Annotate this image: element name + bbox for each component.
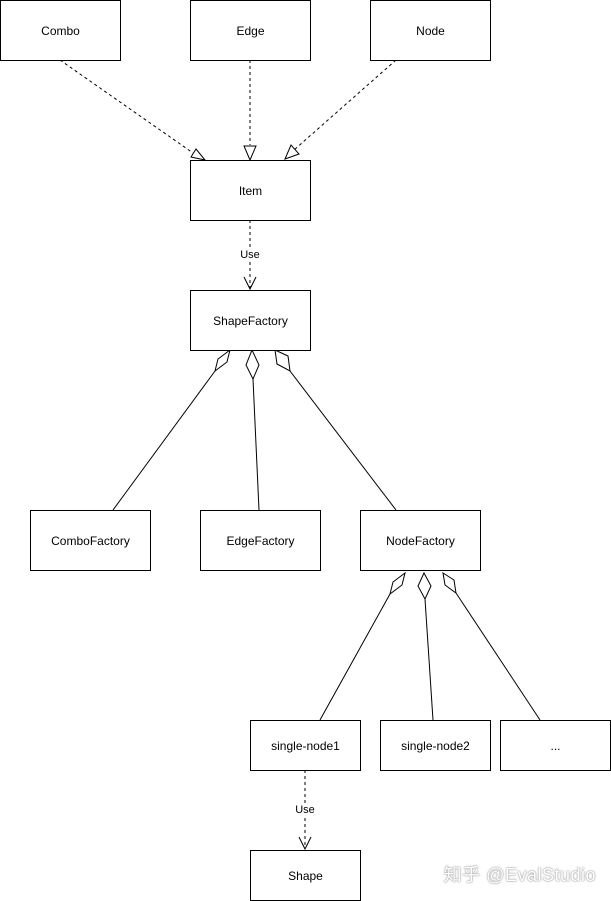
singlenode1-box: single-node1: [250, 720, 361, 771]
combofactory-label: ComboFactory: [51, 533, 130, 548]
edge-nodefactory-singlenode1: [319, 571, 406, 721]
singlenode1-label: single-node1: [271, 738, 340, 753]
nodefactory-label: NodeFactory: [386, 533, 455, 548]
nodefactory-box: NodeFactory: [360, 510, 481, 571]
edgefactory-label: EdgeFactory: [226, 533, 295, 548]
combo-box: Combo: [0, 0, 121, 61]
edge-label: Edge: [236, 23, 265, 38]
edge-shapefactory-combofactory: [112, 348, 231, 511]
more-label: ...: [550, 738, 561, 753]
shapefactory-label: ShapeFactory: [213, 313, 288, 328]
singlenode2-label: single-node2: [401, 738, 470, 753]
edge-nodefactory-more: [442, 571, 541, 721]
edgefactory-box: EdgeFactory: [200, 510, 321, 571]
item-label: Item: [238, 183, 263, 198]
singlenode2-box: single-node2: [380, 720, 491, 771]
edge-shapefactory-edgefactory: [245, 348, 260, 511]
more-box: ...: [500, 720, 611, 771]
node-label: Node: [416, 23, 445, 38]
item-box: Item: [190, 160, 311, 221]
edge-item-shapefactory: [243, 220, 257, 291]
shapefactory-box: ShapeFactory: [190, 290, 311, 351]
item-use-label: Use: [239, 249, 261, 261]
shape-box: Shape: [250, 850, 361, 901]
singlenode-use-label: Use: [294, 804, 316, 816]
edge-node-item: [284, 59, 397, 160]
edge-shapefactory-nodefactory: [274, 349, 397, 511]
edge-nodefactory-singlenode2: [417, 571, 434, 721]
combofactory-box: ComboFactory: [30, 510, 151, 571]
edge-singlenode1-shape: [298, 770, 312, 851]
shape-label: Shape: [288, 868, 323, 883]
edge-box: Edge: [190, 0, 311, 61]
edge-combo-item: [59, 59, 207, 161]
edge-edge-item: [243, 60, 257, 162]
combo-label: Combo: [41, 23, 80, 38]
node-box: Node: [370, 0, 491, 61]
watermark: 知乎 @EvalStudio: [443, 865, 596, 885]
